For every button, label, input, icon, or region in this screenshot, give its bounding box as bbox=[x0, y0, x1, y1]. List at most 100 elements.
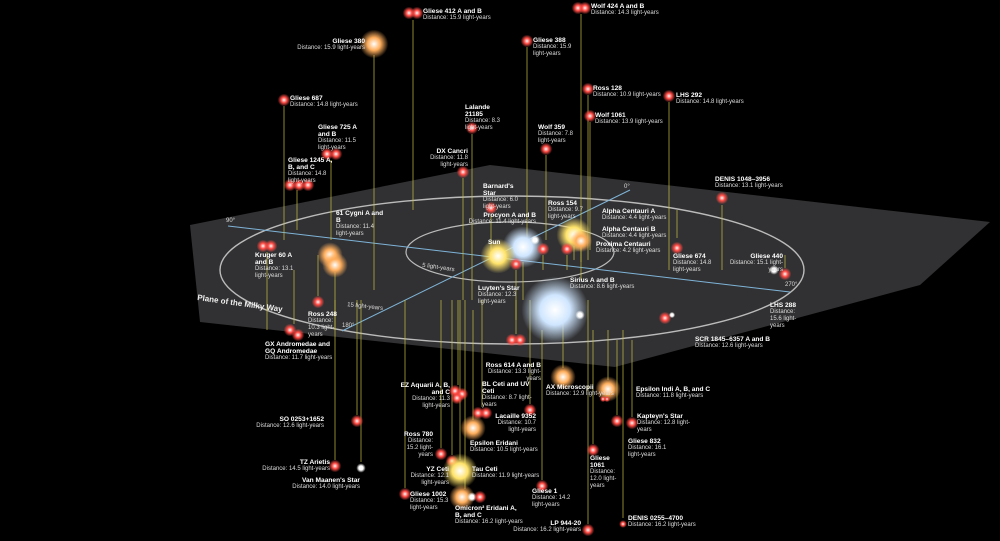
star-distance: Distance: 14.8 light-years bbox=[288, 171, 327, 184]
star-ross-154 bbox=[536, 242, 550, 256]
star-tz-arietis bbox=[328, 459, 342, 473]
star-epsilon-indi-a-b-and-c-1 bbox=[595, 376, 621, 402]
star-distance: Distance: 12.9 light-years bbox=[546, 391, 614, 397]
star-name: Lalande 21185 bbox=[465, 104, 490, 118]
star-distance: Distance: 15.9 light-years bbox=[297, 45, 365, 51]
star-distance: Distance: 12.8 light-years bbox=[637, 420, 691, 433]
star-denis-1048-3956 bbox=[715, 191, 729, 205]
star-name: SCR 1845–6357 A and B bbox=[695, 336, 771, 343]
star-distance: Distance: 11.7 light-years bbox=[265, 355, 333, 361]
star-distance: Distance: 9.7 light-years bbox=[548, 207, 584, 220]
star-distance: Distance: 8.7 light-years bbox=[482, 395, 532, 408]
star-name: Kruger 60 A and B bbox=[255, 252, 292, 266]
star-ross-614-a-and-b-2 bbox=[513, 333, 527, 347]
star-tau-ceti bbox=[442, 453, 478, 489]
star-lp-944-20 bbox=[581, 523, 595, 537]
star-distance: Distance: 16.2 light-years bbox=[513, 527, 581, 533]
star-distance: Distance: 12.0 light-years bbox=[590, 469, 617, 489]
star-distance: Distance: 12.6 light-years bbox=[695, 343, 763, 349]
star-epsilon-eridani bbox=[460, 415, 486, 441]
star-distance: Distance: 13.3 light-years bbox=[487, 369, 541, 382]
star-gliese-1 bbox=[535, 479, 549, 493]
star-distance: Distance: 16.2 light-years bbox=[628, 522, 696, 528]
star-name: EZ Aquarii A, B, and C bbox=[400, 382, 450, 396]
star-distance: Distance: 10.3 light-years bbox=[308, 318, 335, 338]
star-name: Proxima Centauri bbox=[596, 241, 651, 248]
star-name: Ross 614 A and B bbox=[485, 362, 541, 369]
star-name: DENIS 1048–3956 bbox=[715, 176, 770, 183]
star-name: Gliese 687 bbox=[290, 95, 323, 102]
star-name: AX Microscopii bbox=[546, 384, 594, 391]
star-distance: Distance: 12.1 light-years bbox=[410, 473, 449, 486]
star-distance: Distance: 14.5 light-years bbox=[262, 466, 330, 472]
star-distance: Distance: 12.3 light-years bbox=[478, 292, 517, 305]
axis-label-270: 270° bbox=[785, 282, 798, 288]
axis-label-90: 90° bbox=[226, 218, 236, 224]
star-distance: Distance: 15.6 light-years bbox=[770, 309, 797, 329]
star-distance: Distance: 14.8 light-years bbox=[676, 99, 744, 105]
star-lacaille-9352 bbox=[523, 403, 537, 417]
star-gliese-412-a-and-b-2 bbox=[410, 6, 424, 20]
star-gliese-1245-a-b-and-c-1 bbox=[283, 178, 297, 192]
star-wolf-424-a-and-b-2 bbox=[578, 1, 592, 15]
star-name: Luyten's Star bbox=[478, 285, 520, 292]
star-distance: Distance: 8.3 light-years bbox=[465, 118, 501, 131]
star-sirius-a-and-b-2 bbox=[575, 310, 585, 320]
star-kruger-60-a-and-b-2 bbox=[264, 239, 278, 253]
star-distance: Distance: 13.1 light-years bbox=[715, 183, 783, 189]
star-distance: Distance: 11.9 light-years bbox=[472, 473, 540, 479]
star-name: BL Ceti and UV Ceti bbox=[482, 381, 530, 395]
star-gliese-674 bbox=[670, 241, 684, 255]
star-name: Tau Ceti bbox=[472, 466, 498, 473]
star-name: Gliese 380 bbox=[332, 38, 365, 45]
star-distance: Distance: 14.0 light-years bbox=[292, 484, 360, 490]
star-distance: Distance: 11.4 light-years bbox=[468, 219, 536, 225]
star-alpha-centauri-b bbox=[569, 229, 593, 253]
star-name: Procyon A and B bbox=[483, 212, 536, 219]
star-bl-ceti-and-uv-ceti-2 bbox=[479, 406, 493, 420]
star-distance: Distance: 4.4 light-years bbox=[602, 233, 667, 239]
star-distance: Distance: 10.9 light-years bbox=[593, 92, 661, 98]
star-gliese-440 bbox=[769, 265, 779, 275]
star-distance: Distance: 12.6 light-years bbox=[256, 423, 324, 429]
star-name: DX Cancri bbox=[436, 148, 468, 155]
star-61-cygni-a-and-b-2 bbox=[322, 252, 348, 278]
star-gx-andromedae-and-gq-andromedae-2 bbox=[291, 328, 305, 342]
star-name: Ross 780 bbox=[404, 431, 433, 438]
star-sun bbox=[480, 238, 516, 274]
star-sirius-a-and-b-1 bbox=[521, 276, 589, 344]
star-epsilon-indi-a-b-and-c-3 bbox=[603, 395, 611, 403]
star-name: Kapteyn's Star bbox=[637, 413, 683, 420]
star-dx-cancri bbox=[456, 165, 470, 179]
star-gliese-1245-a-b-and-c-2 bbox=[292, 178, 306, 192]
star-kapteyn-s-star bbox=[625, 416, 639, 430]
star-lhs-288 bbox=[778, 267, 792, 281]
star-name: Barnard's Star bbox=[483, 183, 514, 197]
star-name: Epsilon Indi A, B, and C bbox=[636, 386, 711, 393]
star-name: Wolf 1061 bbox=[595, 112, 626, 119]
star-gliese-725-a-and-b-1 bbox=[320, 147, 334, 161]
star-distance: Distance: 15.3 light-years bbox=[410, 498, 449, 511]
